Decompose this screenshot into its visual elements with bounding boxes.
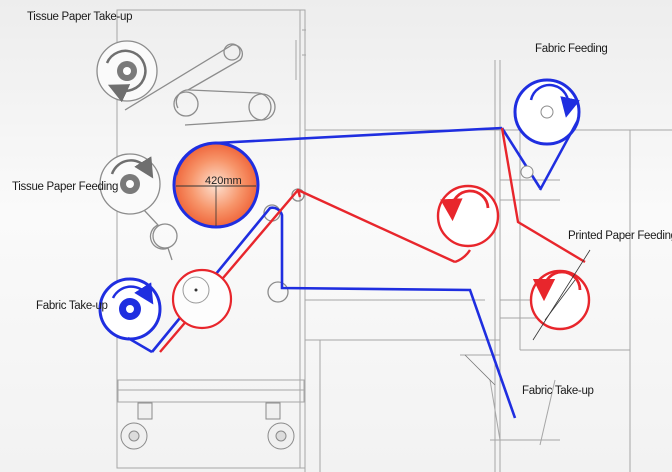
rotation-arrow-icon (110, 156, 154, 179)
label-fabric-take-up-right: Fabric Take-up (522, 385, 594, 397)
rotation-arrow-icon (440, 189, 490, 222)
rotation-arrow-icon (529, 83, 580, 118)
drum-diameter-label: 420mm (205, 175, 242, 187)
fabric-feeding-roll (513, 78, 581, 191)
label-tissue-take-up: Tissue Paper Take-up (27, 11, 133, 23)
label-fabric-take-up-left: Fabric Take-up (36, 300, 108, 312)
leader-lines (464, 354, 496, 386)
label-tissue-feeding: Tissue Paper Feeding (12, 181, 119, 193)
printed-paper-feeding-roll (529, 249, 591, 341)
fabric-take-up-roll-left (98, 277, 162, 354)
pinch-roller (171, 268, 233, 330)
label-printed-paper-feeding: Printed Paper Feeding (568, 230, 672, 242)
tissue-take-up-roll (96, 40, 158, 103)
tissue-feeding-roll (99, 153, 161, 215)
tissue-paper-path (124, 43, 305, 303)
rotation-arrow-icon (111, 282, 154, 305)
caster-wheel-right (265, 402, 295, 450)
label-fabric-feeding: Fabric Feeding (535, 43, 608, 55)
rotation-arrow-icon (532, 270, 582, 302)
caster-wheel-left (120, 402, 153, 450)
rotation-arrow-icon (105, 49, 147, 103)
paper-guide-roller (436, 184, 500, 248)
